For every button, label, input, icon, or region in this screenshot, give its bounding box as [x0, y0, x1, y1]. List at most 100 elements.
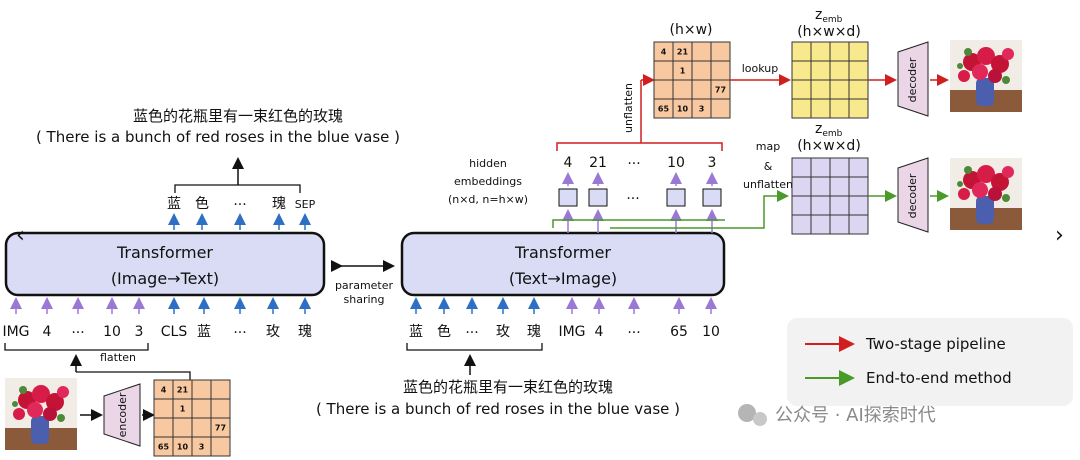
right-caption-cn: 蓝色的花瓶里有一束红色的玫瑰 — [403, 378, 613, 396]
right-input-token: IMG — [558, 324, 585, 340]
grid-cell-value: 1 — [180, 405, 186, 414]
left-input-arrows — [10, 297, 311, 314]
left-input-token: 10 — [103, 324, 121, 340]
grid-cell-value: 10 — [677, 105, 689, 114]
hidden-embeddings-label: (n×d, n=h×w) — [448, 193, 528, 206]
legend-two-stage-label: Two-stage pipeline — [865, 335, 1006, 353]
left-output-token: 色 — [195, 195, 209, 212]
grid-cell — [848, 195, 869, 216]
right-transformer-subtitle: (Text→Image) — [509, 269, 617, 288]
left-input-token: ... — [71, 321, 84, 337]
grid-cell — [810, 157, 831, 178]
chevron-right-icon: › — [1055, 223, 1064, 248]
grid-cell — [791, 195, 812, 216]
right-input-token: 玫 — [496, 324, 510, 340]
right-input-arrows — [410, 297, 717, 314]
right-output-token: 4 — [564, 155, 573, 171]
wechat-icon — [753, 412, 767, 426]
map-label: unflatten — [743, 178, 793, 191]
grid-cell — [810, 214, 831, 235]
grid-cell — [191, 398, 212, 419]
hidden-embeddings: ... — [558, 172, 722, 233]
grid-cell — [848, 214, 869, 235]
grid-cell — [810, 41, 831, 62]
encoder-block — [103, 383, 141, 447]
map-label: map — [756, 140, 780, 153]
grid-cell-value: 77 — [715, 86, 726, 95]
output-image-end-to-end — [950, 158, 1022, 230]
decoder-top-label: decoder — [906, 57, 919, 102]
hidden-embeddings-label: embeddings — [454, 175, 522, 188]
left-input-token: 蓝 — [197, 324, 211, 340]
grid-cell — [653, 60, 674, 81]
hidden-embedding-square — [702, 188, 722, 207]
left-output-token: 瑰 — [272, 196, 286, 212]
right-output-token: 10 — [667, 155, 685, 171]
right-output-token: 21 — [589, 155, 607, 171]
lookup-label: lookup — [742, 62, 779, 75]
grid-cell — [791, 98, 812, 119]
right-caption-en: ( There is a bunch of red roses in the b… — [316, 400, 680, 418]
encoder-label: encoder — [116, 392, 129, 437]
right-input-token: ... — [627, 321, 640, 337]
right-input-token: 4 — [595, 324, 604, 340]
map-unflatten-arrow — [610, 190, 789, 229]
zemb-top-grid — [791, 41, 869, 119]
end-to-end-brace — [552, 219, 725, 228]
grid-cell-value: 3 — [699, 105, 705, 114]
parameter-sharing-label: parameter — [335, 279, 394, 292]
grid-cell — [791, 157, 812, 178]
grid-cell — [848, 157, 869, 178]
grid-cell — [672, 79, 693, 100]
left-input-token: ... — [233, 321, 246, 337]
right-output-token: 3 — [708, 155, 717, 171]
right-input-brace — [406, 343, 543, 351]
left-transformer-box — [4, 231, 326, 297]
zemb-bottom-label: zemb — [815, 121, 843, 139]
right-input-token: ... — [465, 321, 478, 337]
grid-cell — [653, 79, 674, 100]
watermark: 公众号 · AI探索时代 — [738, 404, 936, 426]
grid-to-flatten-path — [76, 371, 191, 380]
grid-cell-value: 65 — [158, 443, 170, 452]
decoder-top-block — [897, 41, 929, 117]
grid-cell — [829, 157, 850, 178]
grid-cell-value: 21 — [177, 386, 189, 395]
right-input-tokens: 蓝 色 ... 玫 瑰 IMG 4 ... 65 10 — [409, 321, 720, 340]
grid-cell — [710, 98, 731, 119]
zemb-top-label: zemb — [815, 7, 843, 25]
two-stage-brace — [556, 142, 723, 151]
right-output-token: ... — [627, 152, 640, 168]
left-output-token: ... — [233, 193, 246, 209]
left-input-tokens: IMG 4 ... 10 3 CLS 蓝 ... 玫 瑰 — [2, 321, 312, 340]
grid-cell-value: 65 — [658, 105, 670, 114]
hidden-embedding-dots: ... — [626, 187, 639, 203]
grid-cell-value: 4 — [161, 386, 167, 395]
unflatten-label: unflatten — [622, 83, 635, 133]
flatten-label: flatten — [100, 351, 136, 364]
grid-cell — [791, 176, 812, 197]
grid-cell — [153, 398, 174, 419]
right-input-token: 瑰 — [527, 324, 541, 340]
grid-cell — [810, 60, 831, 81]
grid-cell — [810, 176, 831, 197]
left-caption-cn: 蓝色的花瓶里有一束红色的玫瑰 — [133, 107, 343, 125]
left-transformer-subtitle: (Image→Text) — [111, 269, 219, 288]
grid-cell — [710, 60, 731, 81]
right-token-grid: 4 21 1 77 65 10 3 — [653, 41, 731, 119]
grid-cell — [829, 41, 850, 62]
grid-cell — [848, 60, 869, 81]
grid-cell-value: 1 — [680, 67, 686, 76]
grid-cell — [829, 60, 850, 81]
left-input-token: CLS — [161, 324, 188, 340]
grid-cell — [691, 60, 712, 81]
grid-cell — [848, 41, 869, 62]
zemb-bottom-grid — [791, 157, 869, 235]
grid-cell-value: 4 — [661, 48, 667, 57]
left-input-token: IMG — [2, 324, 29, 340]
left-input-token: 瑰 — [298, 324, 312, 340]
grid-cell-value: 21 — [677, 48, 689, 57]
grid-cell — [848, 79, 869, 100]
grid-cell — [210, 379, 231, 400]
input-image — [5, 378, 77, 450]
